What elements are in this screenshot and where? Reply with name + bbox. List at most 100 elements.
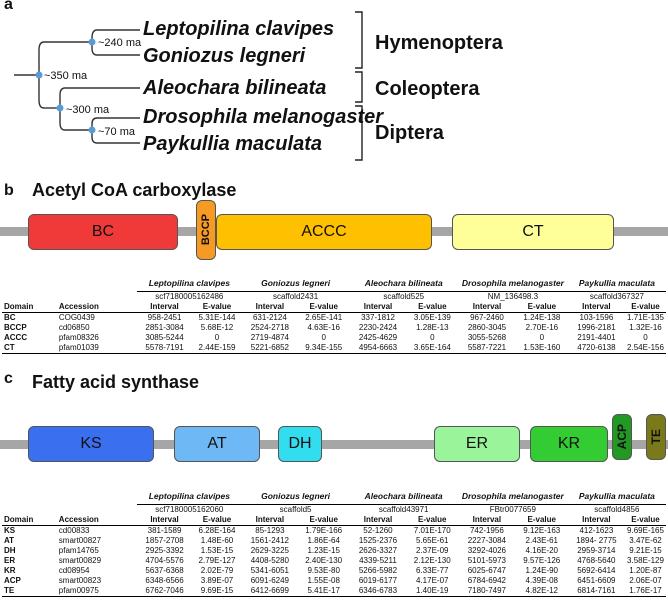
acc-col-evalue: E-value <box>406 302 459 313</box>
acc-cell: 2860-3045 <box>467 323 507 332</box>
fas-cell: 2.43E-61 <box>525 536 558 545</box>
fas-cell: 1857-2708 <box>145 536 184 545</box>
acc-col-interval: Interval <box>349 302 407 313</box>
fas-cell: 2.79E-127 <box>198 556 236 565</box>
fas-col-interval: Interval <box>241 515 298 526</box>
acc-cell: 967-2460 <box>470 313 504 322</box>
fas-cell: DH <box>4 546 16 555</box>
fas-cell: ACP <box>4 576 21 585</box>
acc-cell: 2719-4874 <box>250 333 290 342</box>
acc-col-interval: Interval <box>136 302 193 313</box>
order-coleoptera: Coleoptera <box>375 78 480 100</box>
fas-cell: 2.02E-79 <box>200 566 234 575</box>
acc-cell: 2.65E-141 <box>305 313 343 322</box>
fas-col-interval: Interval <box>349 515 407 526</box>
acc-cell: 3055-5268 <box>467 333 507 342</box>
fas-cell: 2629-3225 <box>250 546 289 555</box>
acc-cell: 3.05E-139 <box>413 313 451 322</box>
fas-backbone <box>0 440 668 449</box>
fas-cell: 1.79E-166 <box>305 526 343 535</box>
fas-cell: smart00829 <box>58 556 102 565</box>
acc-cell: pfam08326 <box>58 333 99 342</box>
fas-cell: 742-1956 <box>469 526 504 535</box>
fas-cell: 5637-6368 <box>145 566 184 575</box>
fas-cell: 4408-5280 <box>250 556 289 565</box>
fas-cell: cd08954 <box>58 566 90 575</box>
fas-accession-3: FBtr0077659 <box>457 504 568 515</box>
acc-accession-1: scaffold2431 <box>241 291 350 302</box>
acc-cell: 1.71E-135 <box>627 313 664 322</box>
fas-cell: 9.57E-126 <box>523 556 561 565</box>
species-goniozus: Goniozus legneri <box>143 45 306 67</box>
fas-accession-1: scaffold5 <box>241 504 350 515</box>
acc-species-4: Paykullia maculata <box>578 278 655 288</box>
acc-cell: 9.34E-155 <box>298 343 350 354</box>
fas-cell: 2626-3327 <box>358 546 398 555</box>
fas-cell: 1.20E-87 <box>629 566 662 575</box>
acc-cell: 4954-6663 <box>349 343 407 354</box>
fas-cell: 5692-6414 <box>577 566 616 575</box>
acc-cell: CT <box>2 343 57 354</box>
fas-cell: 2.12E-130 <box>413 556 451 565</box>
fas-cell: 6348-6566 <box>145 576 184 585</box>
age-hymenoptera: ~240 ma <box>98 37 142 49</box>
acc-cell: 1.53E-160 <box>515 343 568 354</box>
fas-cell: 1.55E-08 <box>307 576 340 585</box>
acc-cell: 5.68E-12 <box>200 323 234 332</box>
fas-species-4: Paykullia maculata <box>578 491 655 501</box>
fas-cell: 6814-7161 <box>567 586 625 597</box>
acc-domain-ct: CT <box>452 214 614 250</box>
fas-cell: 3.89E-07 <box>200 576 234 585</box>
age-coleoptera-diptera: ~300 ma <box>66 104 110 116</box>
fas-domain-te: TE <box>646 414 666 460</box>
fas-cell: 5266-5982 <box>358 566 398 575</box>
fas-cell: 4.16E-20 <box>525 546 558 555</box>
acc-cell: 2425-4629 <box>358 333 398 342</box>
fas-cell: 4.17E-07 <box>416 576 449 585</box>
fas-cell: 412-1623 <box>579 526 614 535</box>
acc-cell: 5.31E-144 <box>198 313 236 322</box>
fas-cell: smart00823 <box>58 576 102 585</box>
acc-accession-3: NM_136498.3 <box>458 291 568 302</box>
acc-cell: 3085-5244 <box>145 333 184 342</box>
fas-cell: 9.69E-165 <box>627 526 664 535</box>
fas-cell: 1.23E-15 <box>307 546 340 555</box>
fas-domain-acp: ACP <box>612 414 632 460</box>
fas-cell: 4339-5211 <box>359 556 397 565</box>
fas-col-interval: Interval <box>136 515 193 526</box>
fas-accession-0: scf7180005162060 <box>136 504 242 515</box>
fas-domain-kr: KR <box>530 426 608 462</box>
fas-cell: 9.69E-15 <box>192 586 242 597</box>
species-leptopilina: Leptopilina clavipes <box>143 18 335 40</box>
fas-cell: 4768-5640 <box>577 556 616 565</box>
node-root <box>35 71 43 79</box>
fas-col-evalue: E-value <box>625 515 666 526</box>
fas-accession-4: scaffold4856 <box>567 504 666 515</box>
fas-species-0: Leptopilina clavipes <box>148 491 230 501</box>
species-paykullia: Paykullia maculata <box>143 133 322 155</box>
acc-cell: 103-1596 <box>579 313 614 322</box>
acc-title: Acetyl CoA carboxylase <box>32 180 237 200</box>
acc-domain-bc: BC <box>28 214 178 250</box>
acc-accession-2: scaffold525 <box>349 291 459 302</box>
acc-cell: 0 <box>214 333 220 342</box>
fas-table: Leptopilina clavipes Goniozus legneri Al… <box>2 488 666 597</box>
acc-cell: 0 <box>643 333 648 342</box>
fas-col-evalue: E-value <box>192 515 242 526</box>
acc-cell: cd06850 <box>58 323 90 332</box>
acc-species-1: Goniozus legneri <box>261 278 331 288</box>
acc-table: Leptopilina clavipes Goniozus legneri Al… <box>2 275 666 354</box>
acc-cell: 0 <box>430 333 435 342</box>
fas-cell: 1.76E-17 <box>625 586 666 597</box>
acc-col-evalue: E-value <box>625 302 666 313</box>
fas-cell: 6762-7046 <box>136 586 193 597</box>
fas-cell: 2.37E-09 <box>416 546 449 555</box>
fas-cell: 2.40E-130 <box>305 556 343 565</box>
fas-cell: 9.12E-163 <box>523 526 561 535</box>
fas-cell: 6784-6942 <box>467 576 506 585</box>
